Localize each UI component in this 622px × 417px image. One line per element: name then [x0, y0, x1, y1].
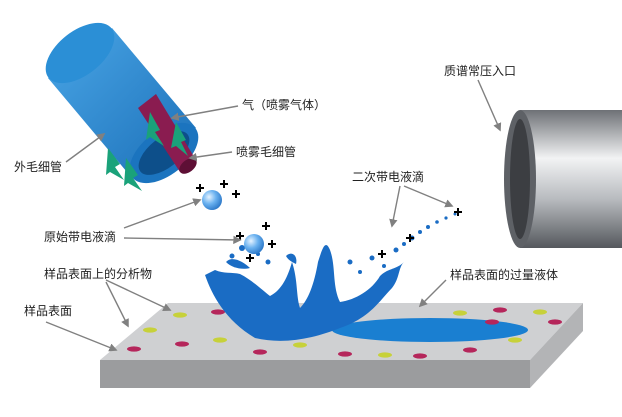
gas-arrows — [106, 112, 188, 191]
label-outer-capillary: 外毛细管 — [14, 160, 63, 174]
spray-capillary-assembly — [45, 22, 199, 191]
label-excess-liquid: 样品表面的过量液体 — [450, 268, 559, 282]
label-ms-inlet: 质谱常压入口 — [444, 64, 517, 78]
label-initial-droplet: 原始带电液滴 — [44, 230, 117, 244]
label-sample-surface: 样品表面 — [24, 304, 73, 318]
label-spray-capillary: 喷雾毛细管 — [236, 145, 297, 159]
label-secondary-droplet: 二次带电液滴 — [352, 170, 425, 184]
ms-inlet-tube — [504, 110, 622, 248]
excess-liquid-pool — [332, 318, 528, 342]
label-gas: 气（喷雾气体） — [242, 98, 327, 112]
label-analyte: 样品表面上的分析物 — [44, 267, 153, 281]
initial-charged-droplets — [196, 180, 462, 262]
liquid-splash — [205, 212, 457, 341]
leader-arrows — [45, 79, 502, 352]
